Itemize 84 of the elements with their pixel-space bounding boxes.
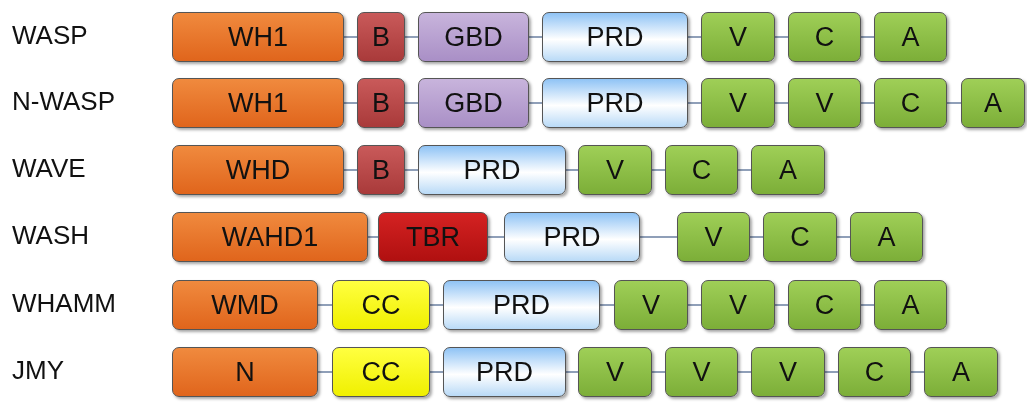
domain-box: PRD: [504, 212, 640, 262]
domain-box: PRD: [443, 347, 566, 397]
connector-line: [737, 169, 752, 171]
domain-box: PRD: [542, 12, 688, 62]
connector-line: [774, 304, 789, 306]
connector-line: [429, 371, 444, 373]
domain-box: A: [874, 12, 947, 62]
connector-line: [528, 36, 543, 38]
connector-line: [404, 169, 419, 171]
domain-box: V: [614, 280, 688, 330]
connector-line: [774, 36, 789, 38]
connector-line: [487, 236, 505, 238]
domain-box: GBD: [418, 78, 529, 128]
domain-box: V: [788, 78, 861, 128]
connector-line: [860, 304, 875, 306]
connector-line: [946, 102, 962, 104]
domain-box: CC: [332, 347, 430, 397]
connector-line: [565, 169, 579, 171]
domain-box: B: [357, 12, 405, 62]
connector-line: [651, 169, 666, 171]
connector-line: [860, 102, 875, 104]
connector-line: [639, 236, 678, 238]
domain-box: A: [874, 280, 947, 330]
domain-box: V: [578, 145, 652, 195]
domain-box: B: [357, 145, 405, 195]
domain-box: C: [665, 145, 738, 195]
connector-line: [824, 371, 839, 373]
connector-line: [687, 304, 702, 306]
connector-line: [404, 36, 419, 38]
domain-box: A: [961, 78, 1025, 128]
domain-box: WMD: [172, 280, 318, 330]
protein-name: WASP: [12, 20, 88, 50]
domain-box: PRD: [542, 78, 688, 128]
domain-box: A: [924, 347, 998, 397]
connector-line: [599, 304, 615, 306]
domain-box: V: [665, 347, 738, 397]
connector-line: [860, 36, 875, 38]
domain-box: V: [701, 12, 775, 62]
connector-line: [317, 304, 333, 306]
connector-line: [749, 236, 764, 238]
domain-box: PRD: [443, 280, 600, 330]
domain-box: WHD: [172, 145, 344, 195]
domain-box: V: [578, 347, 652, 397]
connector-line: [343, 36, 358, 38]
domain-box: TBR: [378, 212, 488, 262]
domain-box: A: [751, 145, 825, 195]
domain-box: GBD: [418, 12, 529, 62]
connector-line: [404, 102, 419, 104]
connector-line: [565, 371, 579, 373]
connector-line: [687, 102, 702, 104]
domain-box: A: [850, 212, 923, 262]
domain-box: B: [357, 78, 405, 128]
connector-line: [836, 236, 851, 238]
domain-box: C: [788, 280, 861, 330]
domain-box: N: [172, 347, 318, 397]
domain-box: WH1: [172, 78, 344, 128]
connector-line: [367, 236, 379, 238]
domain-box: V: [677, 212, 750, 262]
domain-box: V: [701, 78, 775, 128]
connector-line: [317, 371, 333, 373]
domain-box: C: [763, 212, 837, 262]
protein-name: WAVE: [12, 153, 86, 183]
connector-line: [343, 102, 358, 104]
domain-box: C: [838, 347, 911, 397]
domain-box: PRD: [418, 145, 566, 195]
domain-box: WH1: [172, 12, 344, 62]
domain-box: V: [751, 347, 825, 397]
connector-line: [429, 304, 444, 306]
connector-line: [651, 371, 666, 373]
protein-name: JMY: [12, 355, 64, 385]
domain-box: CC: [332, 280, 430, 330]
protein-name: WASH: [12, 220, 90, 250]
domain-box: C: [874, 78, 947, 128]
connector-line: [737, 371, 752, 373]
connector-line: [910, 371, 925, 373]
domain-box: WAHD1: [172, 212, 368, 262]
protein-name: N-WASP: [12, 86, 116, 116]
connector-line: [687, 36, 702, 38]
connector-line: [343, 169, 358, 171]
connector-line: [528, 102, 543, 104]
domain-box: V: [701, 280, 775, 330]
protein-name: WHAMM: [12, 288, 116, 318]
connector-line: [774, 102, 789, 104]
domain-box: C: [788, 12, 861, 62]
